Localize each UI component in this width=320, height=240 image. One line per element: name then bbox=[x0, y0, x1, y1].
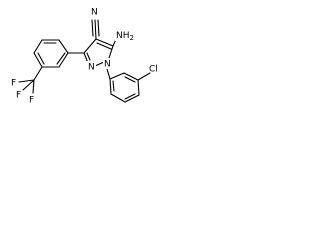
chloro-label: Cl bbox=[149, 65, 158, 75]
cf3-phenyl-hexagon bbox=[33, 39, 69, 68]
chlorophenyl-ring bbox=[106, 68, 151, 103]
bond-ar-cl bbox=[137, 72, 151, 81]
nitrile-group bbox=[91, 19, 100, 40]
chlorophenyl-double-3 bbox=[112, 80, 115, 92]
bond-c4-cn bbox=[94, 19, 97, 40]
pyrazole-n1-label: N bbox=[104, 60, 111, 70]
pyrazole-n2-label: N bbox=[88, 63, 95, 73]
bond-c5-c4-inner bbox=[96, 42, 112, 50]
bond-c-f-b bbox=[22, 79, 35, 91]
bond-c4-c3 bbox=[83, 38, 97, 54]
fluorine-b-label: F bbox=[16, 91, 21, 101]
fluorine-c-label: F bbox=[29, 96, 34, 106]
atom-labels: NH2 N N N Cl F F F bbox=[11, 8, 158, 106]
bond-c3-n2-inner bbox=[86, 52, 91, 61]
nitrile-n-label: N bbox=[91, 8, 98, 18]
chlorophenyl-hexagon bbox=[109, 72, 140, 103]
bond-n1-n2 bbox=[94, 61, 105, 67]
bond-n1-c5 bbox=[108, 45, 114, 59]
cf3-phenyl-double-2 bbox=[37, 52, 45, 65]
fluorine-a-label: F bbox=[11, 79, 16, 89]
bond-n1-ar bbox=[106, 68, 111, 80]
bond-c5-c4 bbox=[95, 38, 114, 47]
bond-c-f-c bbox=[32, 79, 35, 94]
cf3-phenyl-double-3 bbox=[56, 52, 66, 65]
bond-ar-cf3 bbox=[33, 66, 43, 81]
triple-bond-b bbox=[97, 19, 100, 37]
pyrazole-ring bbox=[83, 38, 114, 67]
amino-label: NH2 bbox=[116, 31, 134, 43]
chlorophenyl-double-1 bbox=[124, 76, 136, 83]
molecule-structure: NH2 N N N Cl F F F bbox=[11, 8, 158, 106]
chlorophenyl-double-2 bbox=[124, 93, 136, 100]
triple-bond-a bbox=[91, 19, 94, 37]
cf3-phenyl-ring bbox=[18, 39, 85, 94]
bond-c-f-a bbox=[18, 79, 35, 83]
